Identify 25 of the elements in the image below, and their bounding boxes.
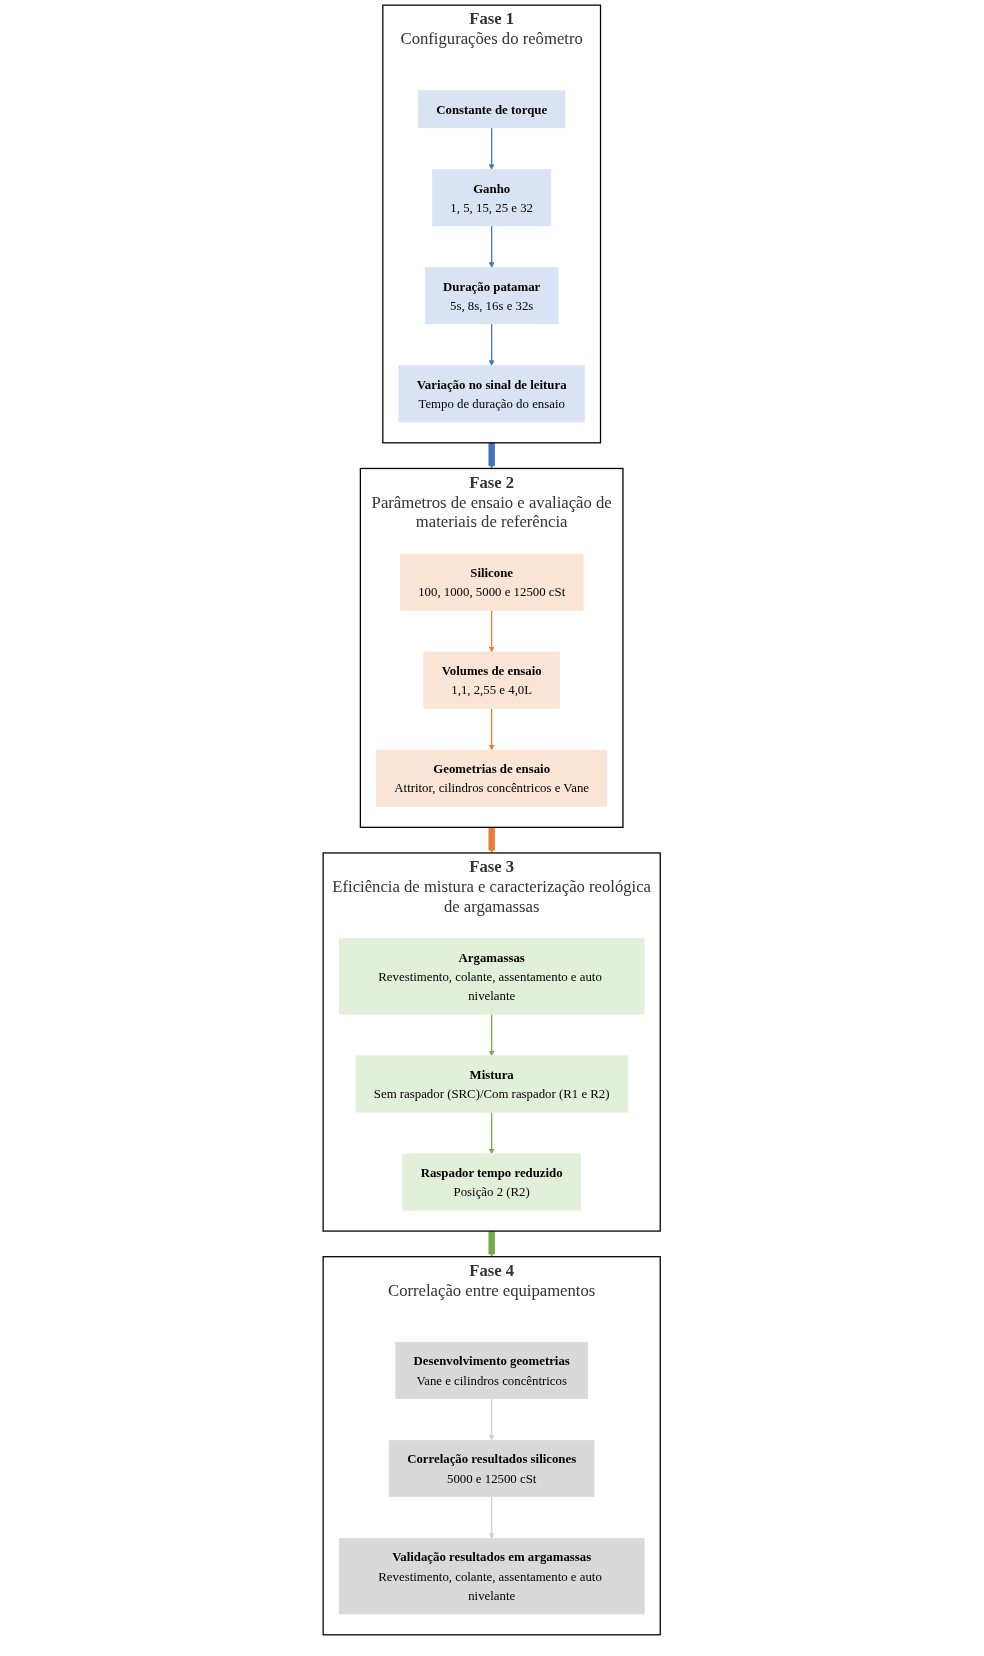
node-box: Raspador tempo reduzido Posição 2 (R2) [402, 1153, 582, 1211]
node-box: Variação no sinal de leitura Tempo de duração do ensaio [398, 365, 586, 423]
arrow [489, 323, 495, 366]
node-box: Argamassas Revestimento, colante, assentamento e auto nivelante [339, 938, 645, 1015]
node-box: Validação resultados em argamassas Revestimento, colante, assentamento e auto nivelante [339, 1538, 645, 1615]
arrow [489, 1398, 495, 1441]
arrow [489, 127, 495, 170]
node-box: Silicone 100, 1000, 5000 e 12500 cSt [400, 553, 584, 611]
node-box: Constante de torque [418, 90, 566, 129]
node-box: Mistura Sem raspador (SRC)/Com raspador (R1 e R2) [355, 1055, 629, 1113]
node-box: Correlação resultados silicones 5000 e 12500 cSt [389, 1440, 595, 1498]
node-box: Desenvolvimento geometrias Vane e cilindros concêntricos [395, 1341, 589, 1399]
arrow [489, 1111, 495, 1155]
arrow [488, 826, 496, 854]
arrow [488, 441, 496, 469]
node-box: Volumes de ensaio 1,1, 2,55 e 4,0L [423, 651, 561, 709]
arrow [489, 1013, 495, 1057]
node-box: Duração patamar 5s, 8s, 16s e 32s [425, 267, 559, 325]
arrow [489, 707, 495, 751]
arrow [489, 1496, 495, 1539]
node-box: Geometrias de ensaio Attritor, cilindros concêntricos e Vane [376, 749, 608, 807]
arrow [489, 225, 495, 268]
node-box: Ganho 1, 5, 15, 25 e 32 [432, 169, 552, 227]
arrow [488, 1230, 496, 1257]
arrow [489, 609, 495, 653]
